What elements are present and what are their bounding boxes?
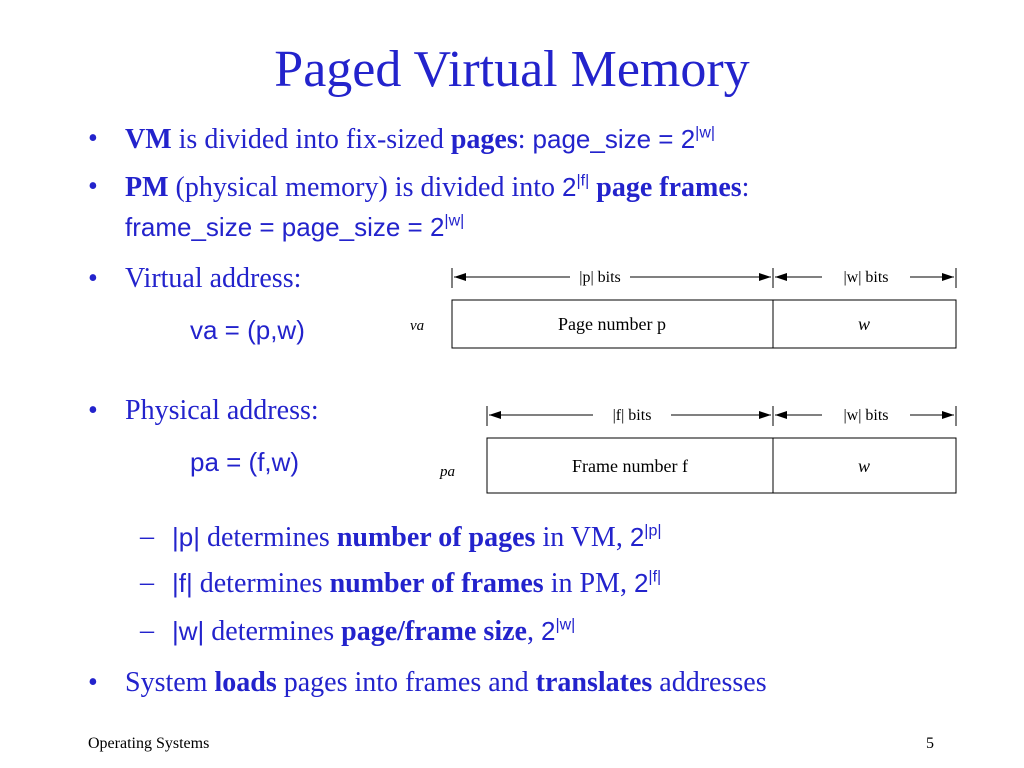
va-formula: va = (p,w) — [190, 315, 305, 345]
pm-formula: frame_size = page_size = 2|w| — [125, 212, 465, 242]
pa-formula: pa = (f,w) — [190, 447, 300, 477]
sub-dash: – — [140, 615, 154, 646]
pa-bits-left: |f| bits — [613, 407, 652, 424]
slide-title: Paged Virtual Memory — [274, 41, 750, 98]
footer-course-name: Operating Systems — [88, 735, 210, 752]
bullet-text: Virtual address: — [125, 263, 302, 294]
pa-label: pa — [440, 464, 455, 480]
sub-text: |w| determines page/frame size, 2|w| — [172, 616, 576, 647]
va-bits-right: |w| bits — [843, 269, 888, 286]
bullet-text: Physical address: — [125, 395, 319, 426]
va-diagram: |p| bits |w| bits Page number p w — [451, 268, 957, 349]
sub-text: |p| determines number of pages in VM, 2|… — [172, 522, 662, 553]
pa-field-frame-number: Frame number f — [572, 456, 688, 476]
bullet-text: VM is divided into fix-sized pages: page… — [125, 124, 716, 155]
va-field-offset: w — [858, 314, 870, 334]
sub-dash: – — [140, 521, 154, 552]
va-bits-left: |p| bits — [579, 269, 621, 286]
va-label: va — [410, 318, 425, 334]
bullet-dot: • — [88, 171, 98, 202]
sub-dash: – — [140, 567, 154, 598]
bullet-dot: • — [88, 667, 98, 698]
bullet-text: PM (physical memory) is divided into 2|f… — [125, 172, 750, 203]
sub-text: |f| determines number of frames in PM, 2… — [172, 568, 662, 599]
bullet-dot: • — [88, 263, 98, 294]
footer-page-number: 5 — [926, 735, 934, 752]
bullet-text: System loads pages into frames and trans… — [125, 667, 767, 698]
pa-diagram: |f| bits |w| bits Frame number f w — [486, 406, 957, 494]
bullet-dot: • — [88, 395, 98, 426]
va-field-page-number: Page number p — [558, 314, 666, 334]
pa-bits-right: |w| bits — [843, 407, 888, 424]
pa-field-offset: w — [858, 456, 870, 476]
bullet-dot: • — [88, 123, 98, 154]
